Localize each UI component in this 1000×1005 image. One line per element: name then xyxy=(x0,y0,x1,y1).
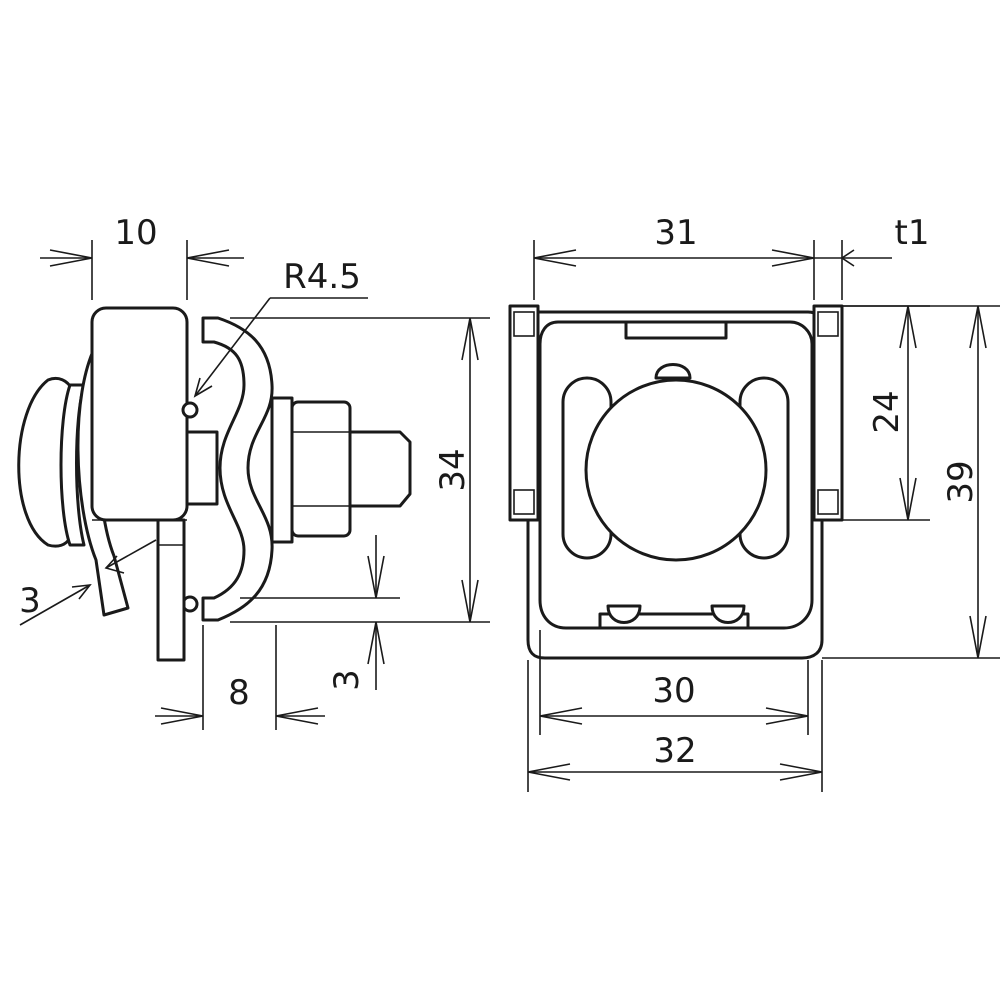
nut xyxy=(290,400,352,538)
dim-width-bottom-side: 8 xyxy=(155,625,325,730)
dim-width-inner: 30 xyxy=(539,630,809,735)
dim-radius: R4.5 xyxy=(193,257,368,398)
dim-width-top-side: 10 xyxy=(40,213,244,300)
dim-label-t1: t1 xyxy=(895,213,930,253)
dim-thickness-front: t1 xyxy=(814,213,929,300)
bolt-head-front xyxy=(584,378,768,562)
dim-label-3-bottom: 3 xyxy=(327,669,367,691)
dim-label-34: 34 xyxy=(433,448,473,491)
rivet-top xyxy=(181,401,199,419)
dim-height-side: 34 xyxy=(230,317,490,623)
top-notch xyxy=(624,320,728,340)
dim-label-30: 30 xyxy=(652,671,695,711)
dim-label-3-left: 3 xyxy=(19,581,41,621)
right-bracket-slot-bottom xyxy=(817,489,839,515)
dim-height-front: 39 xyxy=(822,305,1000,659)
dim-label-10: 10 xyxy=(114,213,157,253)
dim-label-8: 8 xyxy=(228,673,250,713)
dim-label-r45: R4.5 xyxy=(283,257,361,297)
dim-label-31: 31 xyxy=(654,213,697,253)
left-bracket-slot-top xyxy=(513,311,535,337)
dim-label-39: 39 xyxy=(941,460,981,503)
lower-tab xyxy=(156,518,186,662)
left-bracket-slot-bottom xyxy=(513,489,535,515)
front-view: 31 t1 24 39 xyxy=(508,213,1000,792)
left-bracket xyxy=(508,304,540,522)
right-bracket xyxy=(812,304,844,522)
clamp-block xyxy=(90,306,189,522)
bottom-tab-left xyxy=(606,604,642,624)
dim-width-outer: 32 xyxy=(527,660,823,792)
side-view: 10 R4.5 3 34 xyxy=(17,213,490,730)
dim-thickness-left: 3 xyxy=(19,539,157,626)
dim-label-32: 32 xyxy=(653,731,696,771)
bolt-head xyxy=(17,376,74,548)
top-tab xyxy=(654,363,692,380)
bolt-shank xyxy=(185,430,219,506)
clamp-saddle xyxy=(201,316,274,622)
dim-label-24: 24 xyxy=(867,390,907,433)
saddle-plate xyxy=(270,396,294,544)
right-bracket-slot-top xyxy=(817,311,839,337)
dim-width-top-front: 31 xyxy=(533,213,815,300)
bottom-notch xyxy=(598,612,750,630)
dim-slot-height: 24 xyxy=(842,305,930,521)
dim-offset-bottom: 3 xyxy=(240,535,400,691)
bottom-tab-right xyxy=(710,604,746,624)
bolt-thread xyxy=(348,430,412,508)
